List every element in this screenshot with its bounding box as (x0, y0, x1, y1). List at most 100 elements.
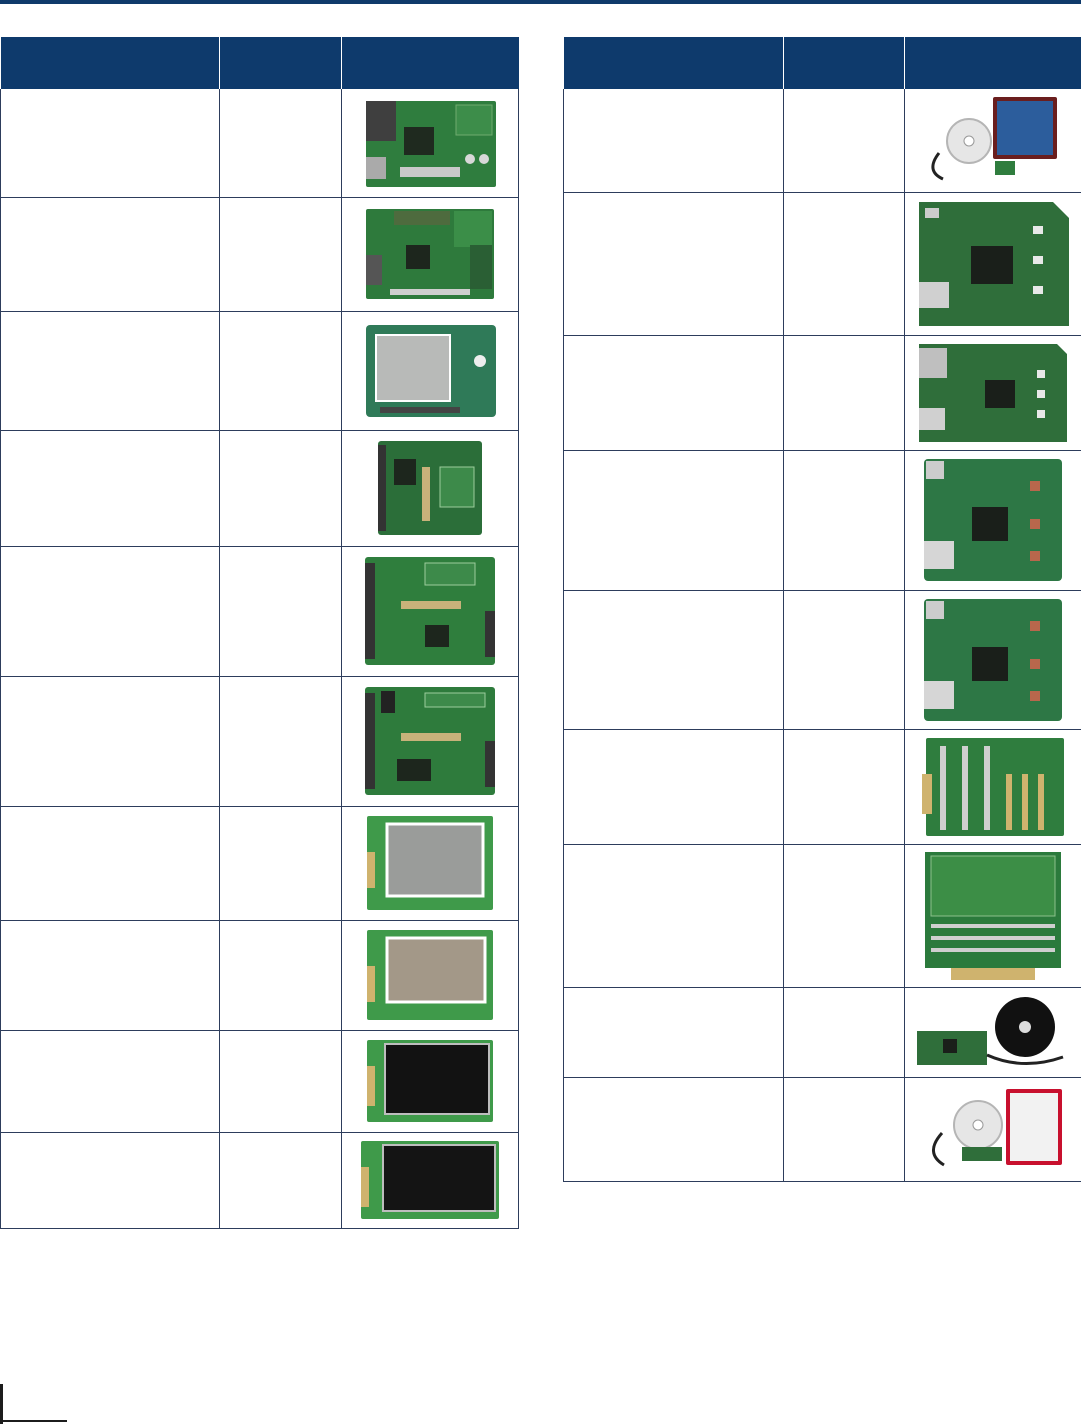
display-board-3-2in-image (367, 816, 493, 910)
product-name-cell (0, 920, 220, 1031)
display-board-tan-image (367, 930, 493, 1020)
product-image-cell (341, 920, 519, 1031)
part-number-cell (783, 335, 905, 451)
product-image-cell (904, 729, 1081, 845)
top-rule (0, 0, 1081, 4)
product-image-cell (341, 430, 519, 547)
starter-kit-with-cd-and-box-image (931, 97, 1057, 181)
product-name-cell (563, 987, 784, 1078)
product-image-cell (904, 89, 1081, 193)
product-name-cell (563, 192, 784, 336)
product-name-cell (563, 590, 784, 730)
table-row (563, 89, 1081, 193)
product-name-cell (0, 676, 220, 807)
part-number-cell (783, 192, 905, 336)
product-image-cell (341, 806, 519, 921)
part-number-cell (219, 311, 342, 431)
product-image-cell (904, 987, 1081, 1078)
product-name-cell (563, 1077, 784, 1182)
part-number-cell (783, 450, 905, 591)
right-product-table (563, 37, 1081, 1182)
part-number-cell (783, 987, 905, 1078)
product-image-cell (341, 89, 519, 198)
ethernet-starter-kit-board-image (919, 343, 1067, 442)
header-cell-product (563, 37, 784, 89)
header-cell-image (341, 37, 519, 89)
table-row (0, 676, 519, 807)
lcd-touch-display-board-image (366, 324, 496, 417)
product-name-cell (0, 546, 220, 677)
product-name-cell (0, 430, 220, 547)
product-image-cell (904, 192, 1081, 336)
product-name-cell (563, 844, 784, 988)
table-row (0, 430, 519, 547)
display-board-dark-wide-image (361, 1141, 499, 1219)
part-number-cell (219, 1132, 342, 1229)
part-number-cell (219, 920, 342, 1031)
product-image-cell (904, 590, 1081, 730)
product-name-cell (0, 197, 220, 312)
table-row (0, 920, 519, 1031)
table-row (563, 729, 1081, 845)
part-number-cell (783, 590, 905, 730)
product-image-cell (341, 311, 519, 431)
product-image-cell (904, 1077, 1081, 1182)
usb-starter-kit-iii-board-image (924, 459, 1062, 581)
product-name-cell (0, 806, 220, 921)
table-row (563, 590, 1081, 730)
table-row (563, 987, 1081, 1078)
product-name-cell (0, 311, 220, 431)
usb-starter-kit-iii-board-variant-image (924, 598, 1062, 721)
product-image-cell (904, 335, 1081, 451)
table-row (0, 806, 519, 921)
page-footer-rule (3, 1420, 67, 1422)
product-image-cell (341, 676, 519, 807)
table-row (563, 450, 1081, 591)
page-corner-mark (0, 1384, 3, 1424)
product-name-cell (563, 729, 784, 845)
product-image-cell (341, 197, 519, 312)
table-header-row (0, 37, 519, 89)
part-number-cell (219, 1030, 342, 1133)
table-row (563, 335, 1081, 451)
development-board-with-lcd-image (366, 209, 494, 299)
display-board-dark-4-3in-image (367, 1040, 493, 1122)
product-name-cell (0, 1030, 220, 1133)
prototype-expansion-board-image (925, 851, 1061, 980)
part-number-cell (219, 676, 342, 807)
header-cell-image (904, 37, 1081, 89)
product-name-cell (563, 89, 784, 193)
part-number-cell (219, 430, 342, 547)
graphics-controller-board-image (378, 441, 482, 535)
table-row (0, 546, 519, 677)
explorer-development-board-image (366, 100, 496, 187)
table-row (563, 844, 1081, 988)
usb-starter-kit-ii-board-image (919, 201, 1069, 326)
part-number-cell (219, 546, 342, 677)
product-name-cell (0, 1132, 220, 1229)
header-cell-part-number (783, 37, 905, 89)
left-product-table (0, 37, 519, 1229)
product-image-cell (904, 844, 1081, 988)
product-image-cell (341, 546, 519, 677)
product-name-cell (0, 89, 220, 198)
product-image-cell (341, 1132, 519, 1229)
table-row (0, 311, 519, 431)
table-row (0, 197, 519, 312)
part-number-cell (783, 1077, 905, 1182)
part-number-cell (783, 729, 905, 845)
starter-kit-for-pic24f-box-image (932, 1089, 1062, 1167)
mplab-starter-kit-with-cd-image (917, 997, 1064, 1066)
header-cell-part-number (219, 37, 342, 89)
product-image-cell (904, 450, 1081, 591)
table-row (563, 1077, 1081, 1182)
part-number-cell (219, 806, 342, 921)
table-header-row (563, 37, 1081, 89)
part-number-cell (783, 89, 905, 193)
product-name-cell (563, 335, 784, 451)
table-row (563, 192, 1081, 336)
table-row (0, 1132, 519, 1229)
graphics-pictail-plus-board-image (365, 687, 495, 795)
io-expansion-board-image (922, 737, 1064, 836)
graphics-pictail-board-image (365, 557, 495, 665)
